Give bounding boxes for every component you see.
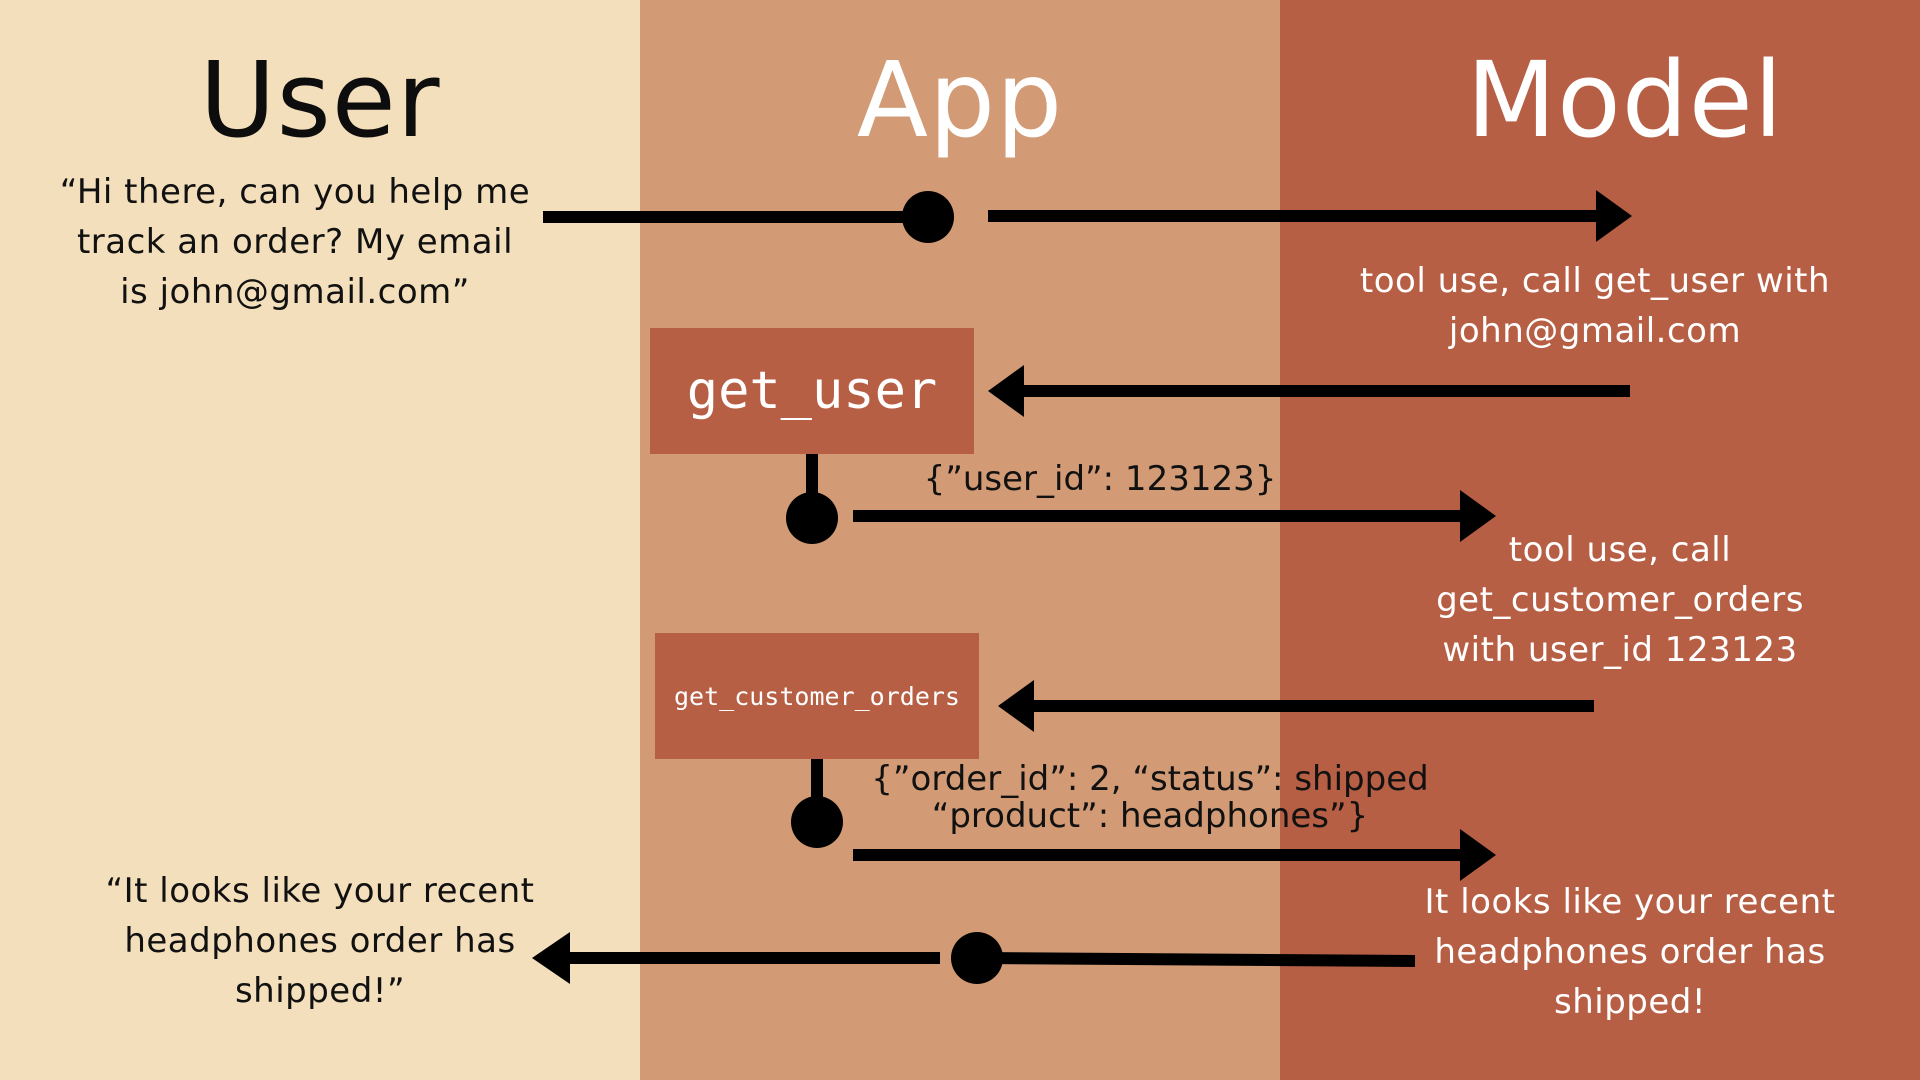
model-answer-line-2: headphones order has bbox=[1434, 932, 1826, 972]
user-request-line-2: track an order? My email bbox=[76, 222, 514, 262]
user-id-to-model-arrowhead bbox=[1460, 490, 1496, 542]
get-user-function-box: get_user bbox=[650, 328, 974, 454]
user-request-line-1: “Hi there, can you help me bbox=[59, 172, 531, 212]
model-answer-text: It looks like your recent headphones ord… bbox=[1380, 877, 1880, 1027]
order-result-to-model-arrowhead bbox=[1460, 829, 1496, 881]
model-tool-call-1-line-1: tool use, call get_user with bbox=[1359, 261, 1831, 301]
model-to-app-answer-line bbox=[976, 952, 1416, 967]
model-tool-call-1-line-2: john@gmail.com bbox=[1448, 311, 1742, 351]
orders-result-dot bbox=[791, 796, 843, 848]
model-tool-call-1-text: tool use, call get_user with john@gmail.… bbox=[1330, 256, 1860, 356]
get-customer-orders-function-label: get_customer_orders bbox=[674, 681, 960, 711]
get-user-function-label: get_user bbox=[686, 361, 938, 421]
app-to-user-arrowhead bbox=[532, 932, 570, 984]
model-answer-line-3: shipped! bbox=[1553, 982, 1706, 1022]
app-lane bbox=[640, 0, 1280, 1080]
user-answer-text: “It looks like your recent headphones or… bbox=[60, 866, 580, 1016]
model-lane bbox=[1280, 0, 1920, 1080]
order-result-text: {”order_id”: 2, “status”: shipped “produ… bbox=[860, 761, 1440, 835]
model-tool-call-2-line-3: with user_id 123123 bbox=[1442, 630, 1798, 670]
model-tool-call-2-line-2: get_customer_orders bbox=[1436, 580, 1804, 620]
user-request-line-3: is john@gmail.com” bbox=[120, 272, 470, 312]
app-to-model-arrowhead bbox=[1596, 190, 1632, 242]
user-answer-line-2: headphones order has bbox=[124, 921, 516, 961]
model-tool-call-2-text: tool use, call get_customer_orders with … bbox=[1380, 525, 1860, 675]
get-user-result-dot bbox=[786, 492, 838, 544]
user-answer-line-3: shipped!” bbox=[234, 971, 406, 1011]
order-result-line-2: “product”: headphones”} bbox=[931, 796, 1369, 836]
model-tool-call-2-line-1: tool use, call bbox=[1508, 530, 1732, 570]
user-request-text: “Hi there, can you help me track an orde… bbox=[20, 167, 570, 317]
model-lane-title: Model bbox=[1466, 39, 1784, 161]
order-result-line-1: {”order_id”: 2, “status”: shipped bbox=[871, 759, 1429, 799]
app-receive-dot bbox=[902, 191, 954, 243]
model-to-get-user-arrowhead bbox=[988, 365, 1024, 417]
get-customer-orders-function-box: get_customer_orders bbox=[655, 633, 979, 759]
model-answer-line-1: It looks like your recent bbox=[1424, 882, 1836, 922]
app-lane-title: App bbox=[856, 39, 1064, 161]
user-lane-title: User bbox=[199, 39, 441, 161]
model-to-orders-arrowhead bbox=[998, 680, 1034, 732]
user-id-result-text: {”user_id”: 123123} bbox=[923, 459, 1277, 499]
app-answer-dot bbox=[951, 932, 1003, 984]
user-lane bbox=[0, 0, 640, 1080]
user-answer-line-1: “It looks like your recent bbox=[105, 871, 535, 911]
